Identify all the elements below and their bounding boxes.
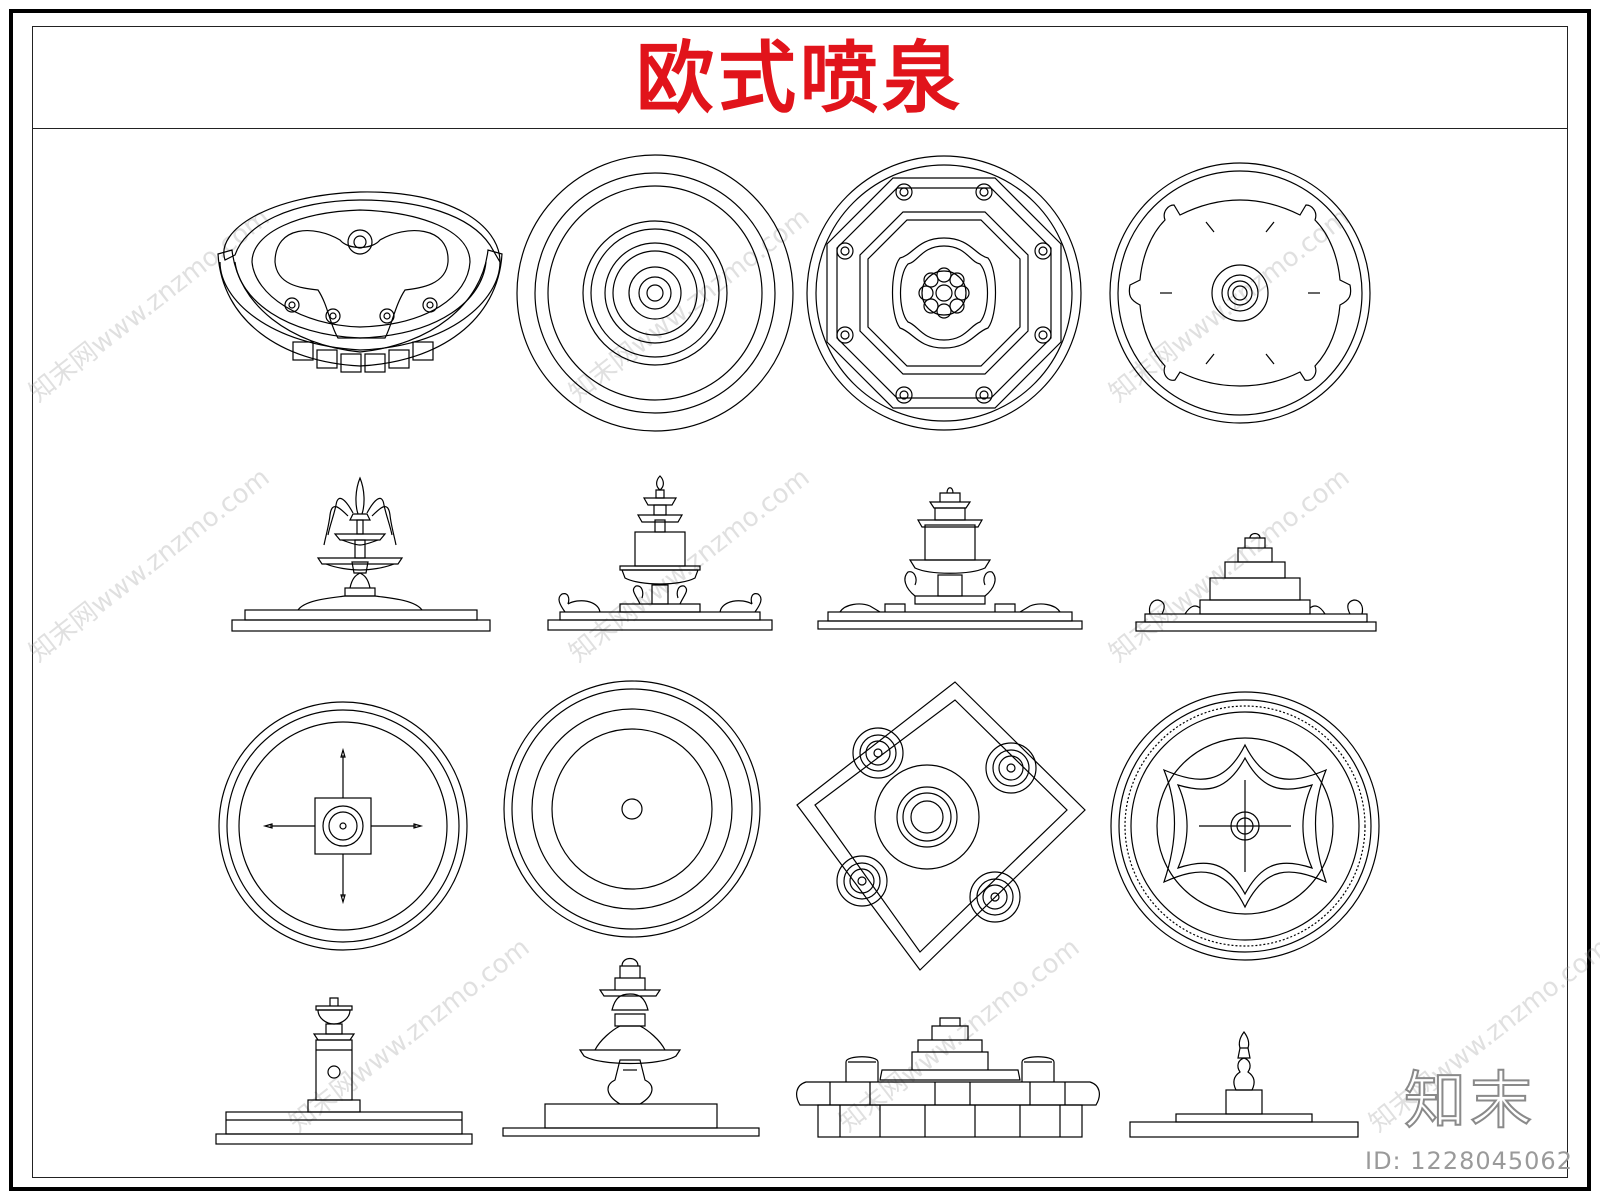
fountain-elevation-8: [1129, 1030, 1359, 1138]
fountain-plan-8: [1110, 691, 1380, 961]
drawing-area-frame: [32, 128, 1568, 1178]
fountain-plan-1: [217, 191, 503, 373]
fountain-elevation-2: [547, 475, 773, 631]
fountain-plan-3: [806, 155, 1082, 431]
brand-logo-text: 知末: [1403, 1064, 1537, 1137]
fountain-elevation-5: [215, 997, 473, 1145]
fountain-elevation-6: [502, 957, 760, 1137]
fountain-plan-6: [503, 680, 761, 938]
fountain-elevation-1: [231, 476, 491, 632]
fountain-elevation-3: [817, 487, 1083, 630]
drawing-sheet-border: [9, 9, 1591, 1191]
document-id: ID: 1228045062: [1365, 1147, 1573, 1175]
fountain-plan-4: [1109, 162, 1371, 424]
fountain-plan-5: [218, 701, 468, 951]
fountain-plan-7: [796, 681, 1086, 971]
sheet-title: 欧式喷泉: [635, 33, 964, 124]
fountain-plan-2: [516, 154, 794, 432]
fountain-elevation-7: [796, 1017, 1100, 1138]
fountain-elevation-4: [1135, 532, 1377, 632]
title-block: 欧式喷泉: [32, 26, 1568, 129]
